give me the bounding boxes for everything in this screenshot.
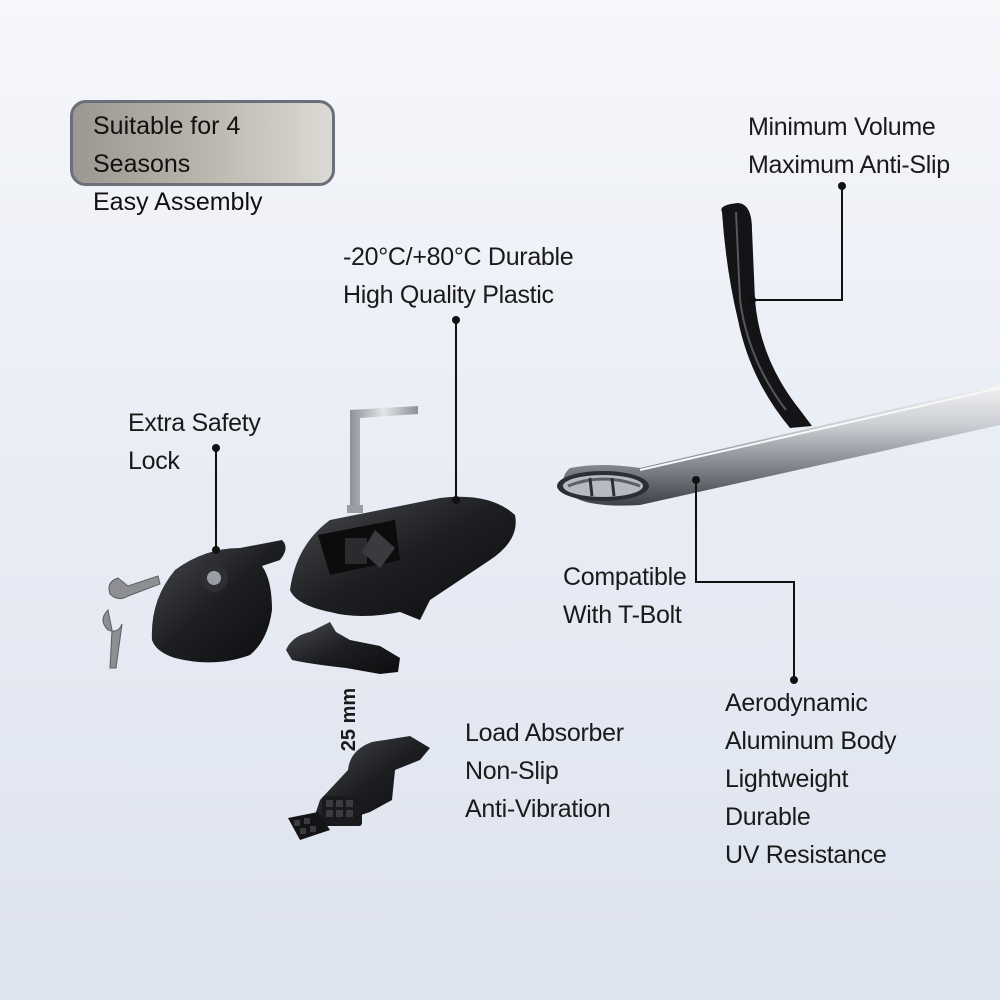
leader-dots xyxy=(212,182,846,684)
callout-text: Aerodynamic xyxy=(725,689,868,717)
badge-line-1: Suitable for 4 Seasons xyxy=(93,112,241,178)
aluminum-bar xyxy=(557,384,1000,506)
callout-text: Minimum Volume xyxy=(748,113,936,141)
callout-text: High Quality Plastic xyxy=(343,281,554,309)
callout-rubber-strip: Minimum Volume Maximum Anti-Slip xyxy=(748,108,950,184)
callout-t-bolt: Compatible With T-Bolt xyxy=(563,558,687,634)
callout-text: Anti-Vibration xyxy=(465,795,611,823)
callout-bar-body: Aerodynamic Aluminum Body Lightweight Du… xyxy=(725,684,896,874)
leader-lines xyxy=(215,186,843,680)
callout-text: -20°C/+80°C Durable xyxy=(343,243,574,271)
load-absorber xyxy=(288,736,430,840)
callout-text: Compatible xyxy=(563,563,687,591)
callout-text: Maximum Anti-Slip xyxy=(748,151,950,179)
callout-text: Extra Safety xyxy=(128,409,261,437)
callout-text: Non-Slip xyxy=(465,757,559,785)
callout-text: UV Resistance xyxy=(725,841,887,869)
callout-text: Durable xyxy=(725,803,811,831)
callout-text: Lock xyxy=(128,447,180,475)
callout-absorber: Load Absorber Non-Slip Anti-Vibration xyxy=(465,714,624,828)
callout-plastic: -20°C/+80°C Durable High Quality Plastic xyxy=(343,238,574,314)
callout-text: Load Absorber xyxy=(465,719,624,747)
keys xyxy=(102,575,161,669)
badge-line-2: Easy Assembly xyxy=(93,188,263,216)
rubber-strip xyxy=(721,203,812,428)
clamp-plate xyxy=(286,622,400,674)
callout-text: Aluminum Body xyxy=(725,727,897,755)
lock-cap xyxy=(151,540,286,663)
l-bolt xyxy=(347,406,418,513)
callout-text: Lightweight xyxy=(725,765,849,793)
dimension-label: 25 mm xyxy=(338,687,361,752)
callout-text: With T-Bolt xyxy=(563,601,682,629)
callout-lock: Extra Safety Lock xyxy=(128,404,261,480)
foot-pad xyxy=(290,496,516,620)
feature-badge: Suitable for 4 Seasons Easy Assembly xyxy=(70,100,335,216)
